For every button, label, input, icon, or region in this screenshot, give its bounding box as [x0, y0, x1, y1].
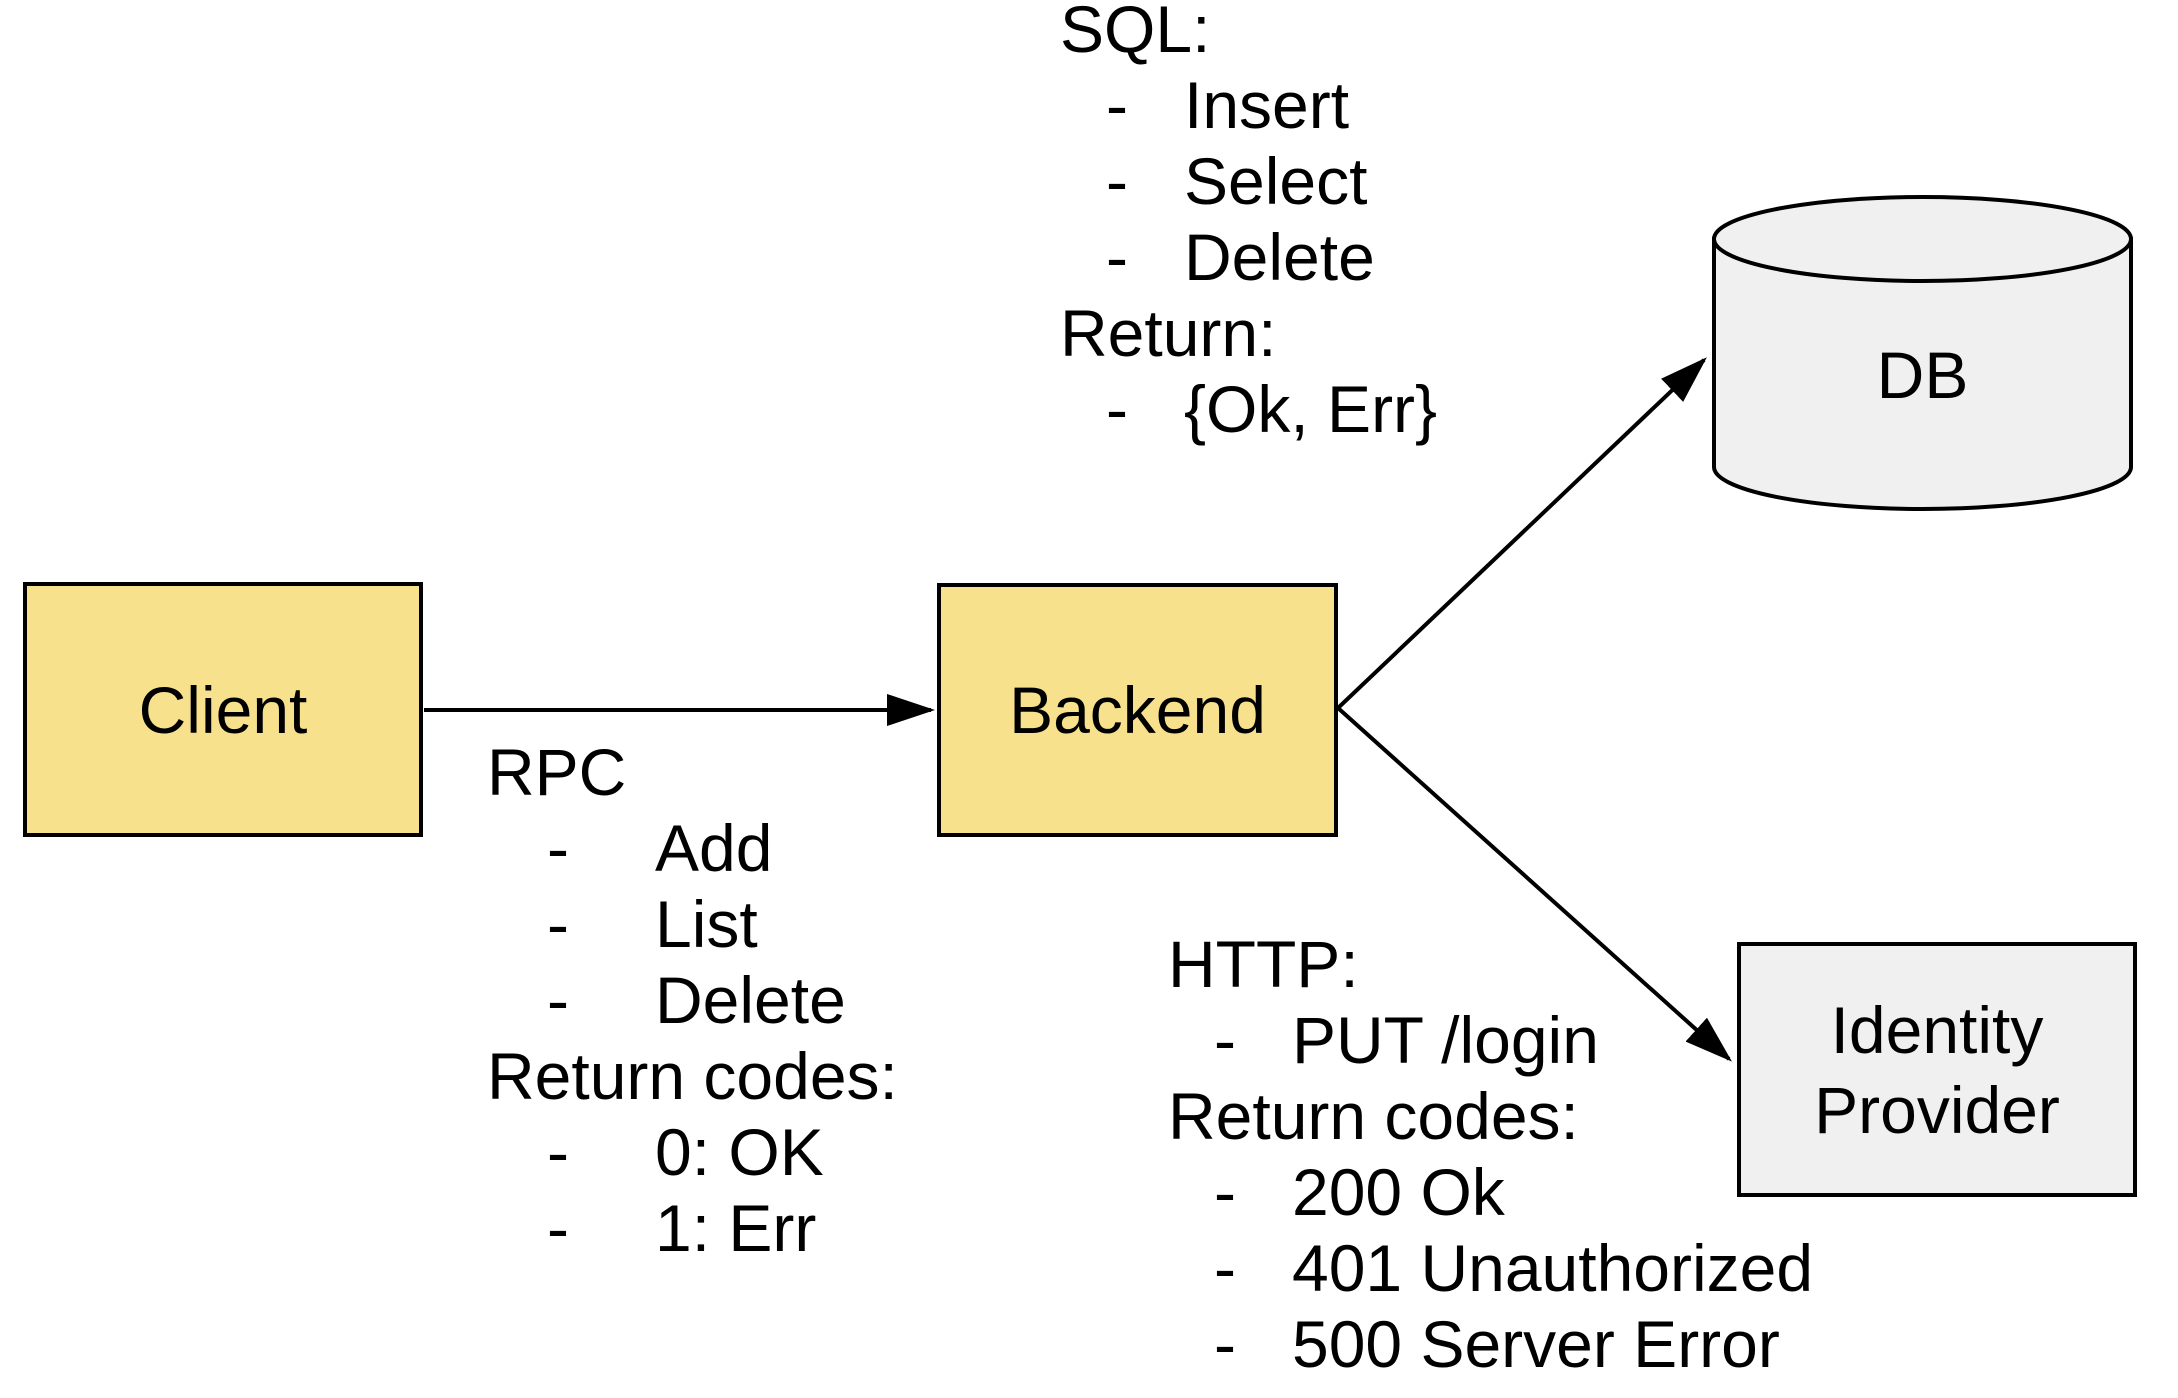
sql-return-item-text: {Ok, Err}: [1184, 372, 1438, 446]
http-item-text: PUT /login: [1292, 1003, 1599, 1077]
http-annotation: HTTP: - PUT /login Return codes: - 200 O…: [1168, 926, 1813, 1382]
bullet-dash: -: [1214, 1003, 1236, 1077]
sql-item: - Select: [1060, 143, 1437, 219]
bullet-dash: -: [1214, 1231, 1236, 1305]
bullet-dash: -: [547, 1191, 569, 1265]
bullet-dash: -: [1214, 1307, 1236, 1381]
sql-return-item: - {Ok, Err}: [1060, 371, 1437, 447]
db-cylinder-icon: [1712, 195, 2133, 511]
http-return-item: - 401 Unauthorized: [1168, 1230, 1813, 1306]
http-return-item-text: 500 Server Error: [1292, 1307, 1780, 1381]
db-label: DB: [1876, 338, 1969, 412]
bullet-dash: -: [1214, 1155, 1236, 1229]
rpc-annotation: RPC - Add - List - Delete Return codes: …: [487, 734, 898, 1266]
backend-node: Backend: [937, 583, 1338, 837]
http-item: - PUT /login: [1168, 1002, 1813, 1078]
client-node: Client: [23, 582, 423, 837]
bullet-dash: -: [1106, 144, 1128, 218]
bullet-dash: -: [1106, 220, 1128, 294]
client-label: Client: [138, 672, 308, 747]
rpc-return-heading: Return codes:: [487, 1039, 898, 1113]
sql-item: - Delete: [1060, 219, 1437, 295]
rpc-item-text: Add: [655, 811, 773, 885]
bullet-dash: -: [1106, 68, 1128, 142]
identity-provider-label: Identity Provider: [1814, 992, 2060, 1147]
rpc-return-item-text: 0: OK: [655, 1115, 824, 1189]
bullet-dash: -: [547, 811, 569, 885]
rpc-item: - Add: [487, 810, 898, 886]
db-node: DB: [1710, 193, 2135, 513]
http-return-heading: Return codes:: [1168, 1079, 1579, 1153]
http-return-item: - 500 Server Error: [1168, 1306, 1813, 1382]
backend-label: Backend: [1009, 673, 1266, 747]
bullet-dash: -: [547, 887, 569, 961]
sql-return-heading: Return:: [1060, 296, 1277, 370]
bullet-dash: -: [547, 963, 569, 1037]
http-return-item-text: 200 Ok: [1292, 1155, 1505, 1229]
rpc-heading: RPC: [487, 735, 627, 809]
sql-heading: SQL:: [1060, 0, 1211, 66]
rpc-item: - Delete: [487, 962, 898, 1038]
http-heading: HTTP:: [1168, 927, 1359, 1001]
bullet-dash: -: [1106, 372, 1128, 446]
http-return-item-text: 401 Unauthorized: [1292, 1231, 1814, 1305]
http-return-item: - 200 Ok: [1168, 1154, 1813, 1230]
sql-item-text: Delete: [1184, 220, 1375, 294]
rpc-item: - List: [487, 886, 898, 962]
rpc-item-text: List: [655, 887, 758, 961]
identity-provider-node: Identity Provider: [1737, 942, 2137, 1197]
rpc-return-item: - 0: OK: [487, 1114, 898, 1190]
sql-item-text: Insert: [1184, 68, 1350, 142]
sql-annotation: SQL: - Insert - Select - Delete Return: …: [1060, 0, 1437, 447]
sql-item: - Insert: [1060, 67, 1437, 143]
sql-item-text: Select: [1184, 144, 1368, 218]
bullet-dash: -: [547, 1115, 569, 1189]
rpc-return-item-text: 1: Err: [655, 1191, 817, 1265]
rpc-item-text: Delete: [655, 963, 846, 1037]
rpc-return-item: - 1: Err: [487, 1190, 898, 1266]
